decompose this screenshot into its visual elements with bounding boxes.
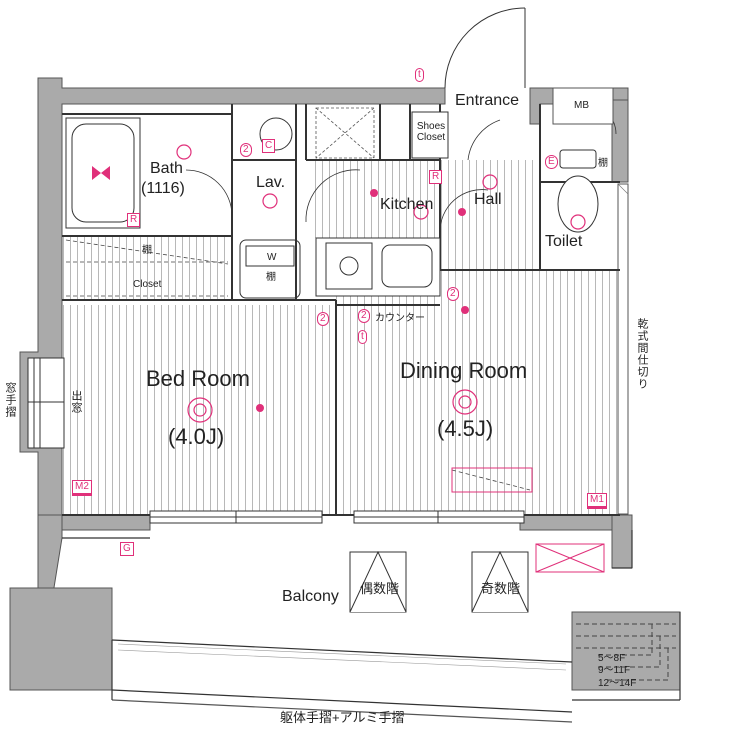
even-floors-label: 偶数階: [360, 581, 400, 596]
hood-x: [315, 107, 375, 159]
e-tag-toilet: E: [545, 155, 558, 169]
hall-floor: [440, 160, 540, 270]
toilet-label: Toilet: [545, 233, 583, 250]
dining-room-size-label: (4.5J): [437, 416, 494, 441]
kitchen-counter: [315, 237, 441, 297]
r-tag-bath: R: [127, 213, 141, 227]
bathtub: [65, 117, 141, 229]
floors-5-8-label: 5～8F: [598, 653, 626, 664]
mb-box: [552, 87, 614, 125]
toilet-fixture: [557, 149, 599, 233]
m2-tag: M2: [72, 480, 92, 496]
closet-floor: [62, 237, 232, 299]
bay-window: [27, 357, 65, 449]
window-rail-label: 窓手摺: [4, 382, 16, 418]
bath-size-label: (1116): [141, 180, 185, 197]
floors-9-11-label: 9～11F: [598, 665, 631, 676]
washer-label: W: [267, 252, 277, 263]
kitchen-floor: [310, 160, 440, 238]
railing-pattern: [117, 643, 567, 671]
c-tag-lav: C: [262, 139, 276, 153]
floors-12-14-label: 12～14F: [598, 678, 637, 689]
shoes-closet-line2: Closet: [416, 132, 446, 143]
dining-room-floor: [336, 270, 620, 515]
ac-units: [451, 467, 605, 573]
outlet-2-lav: 2: [240, 143, 252, 157]
shoes-closet: [411, 111, 449, 159]
dining-room-label: Dining Room: [400, 358, 528, 383]
shoes-closet-label: Shoes Closet: [414, 121, 448, 143]
outlet-2-counter: 2: [358, 309, 370, 323]
m1-tag: M1: [587, 493, 607, 509]
r-tag-kitchen: R: [429, 170, 443, 184]
g-tag-balcony: G: [120, 542, 134, 556]
kitchen-label: Kitchen: [380, 196, 434, 213]
tv-outlet-tag: t: [415, 68, 424, 82]
dash-lines: [576, 623, 676, 681]
odd-floors-label: 奇数階: [481, 581, 521, 596]
dry-partition-strip: [617, 183, 629, 515]
counter-label: カウンター: [375, 313, 425, 324]
hatches: [349, 550, 529, 613]
closet-lines: [65, 239, 531, 491]
bed-room-size-label: (4.0J): [168, 424, 225, 449]
partitions: [62, 104, 620, 515]
lights: [176, 144, 586, 423]
balcony-label: Balcony: [282, 588, 339, 605]
closet-shelf-label: 棚: [142, 245, 152, 256]
balcony-windows: [149, 510, 525, 524]
tv-outlet-tag-dining: t: [358, 330, 367, 344]
outlet-2-hall: 2: [447, 287, 459, 301]
bath-label: Bath: [150, 160, 183, 177]
railing-note-label: 躯体手摺+アルミ手摺: [280, 710, 405, 725]
outlet-dots: [256, 189, 469, 412]
balcony-area: [62, 530, 681, 723]
dry-partition-label: 乾式間仕切り: [636, 318, 648, 390]
lav-fixtures: [239, 117, 301, 299]
shoes-closet-line1: Shoes: [416, 121, 446, 132]
mb-label: MB: [574, 100, 589, 111]
closet-label: Closet: [133, 279, 162, 290]
hall-label: Hall: [474, 191, 502, 208]
entrance-label: Entrance: [455, 92, 520, 109]
walls: [9, 77, 681, 691]
outlet-2-bed: 2: [317, 312, 329, 326]
bay-window-label: 出窓: [70, 390, 82, 414]
bed-room-floor: [62, 305, 336, 515]
door-swings: [185, 7, 617, 233]
toilet-shelf-label: 棚: [598, 158, 608, 169]
washer-shelf-label: 棚: [266, 272, 276, 283]
bed-room-label: Bed Room: [146, 366, 250, 391]
lav-label: Lav.: [256, 174, 286, 191]
